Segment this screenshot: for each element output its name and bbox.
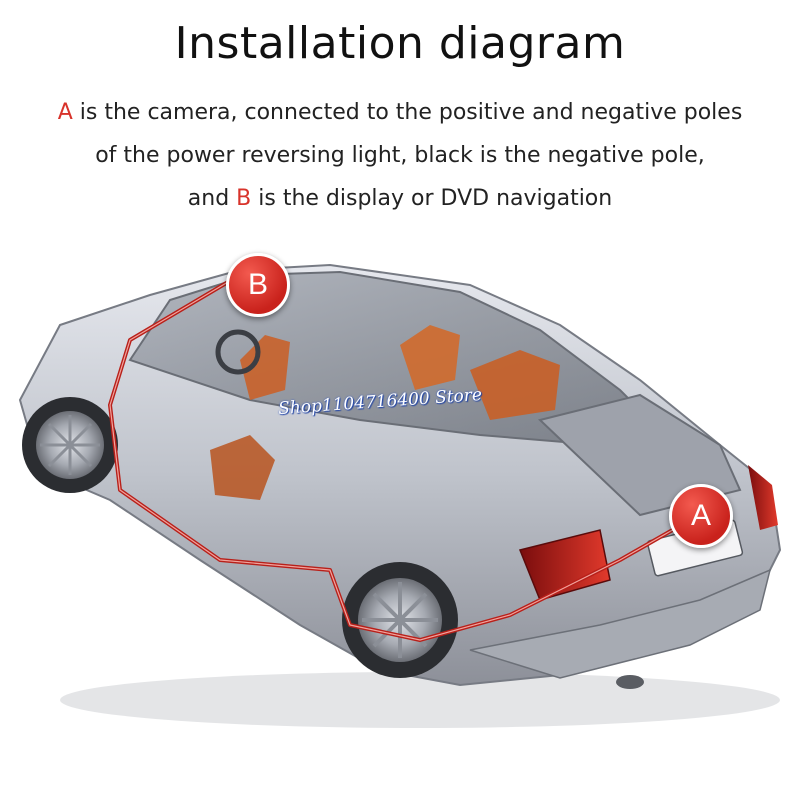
description-line-3: and B is the display or DVD navigation [20, 186, 780, 211]
description-line-2: of the power reversing light, black is t… [95, 143, 705, 168]
description-text-3a: and [187, 186, 237, 211]
description-line-1: A is the camera, connected to the positi… [20, 100, 780, 125]
ground-shadow [60, 672, 780, 728]
rear-bumper [469, 568, 772, 679]
steering-wheel [215, 329, 261, 375]
tail-light [518, 529, 611, 601]
exhaust-pipe [616, 675, 644, 689]
label-b-inline: B [236, 186, 252, 211]
description-text-1: is the camera, connected to the positive… [72, 100, 743, 125]
seat-front-left [240, 335, 290, 400]
camera-wire-highlight [109, 281, 691, 641]
label-a-inline: A [57, 100, 73, 125]
marker-b: B [226, 253, 290, 317]
seat-rear-right [210, 435, 275, 500]
seat-rear [470, 350, 560, 420]
tail-light-right [748, 465, 778, 530]
page-title: Installation diagram [174, 18, 626, 69]
seat-front-right [400, 325, 460, 390]
description-text-3b: is the display or DVD navigation [251, 186, 613, 211]
marker-a: A [669, 484, 733, 548]
